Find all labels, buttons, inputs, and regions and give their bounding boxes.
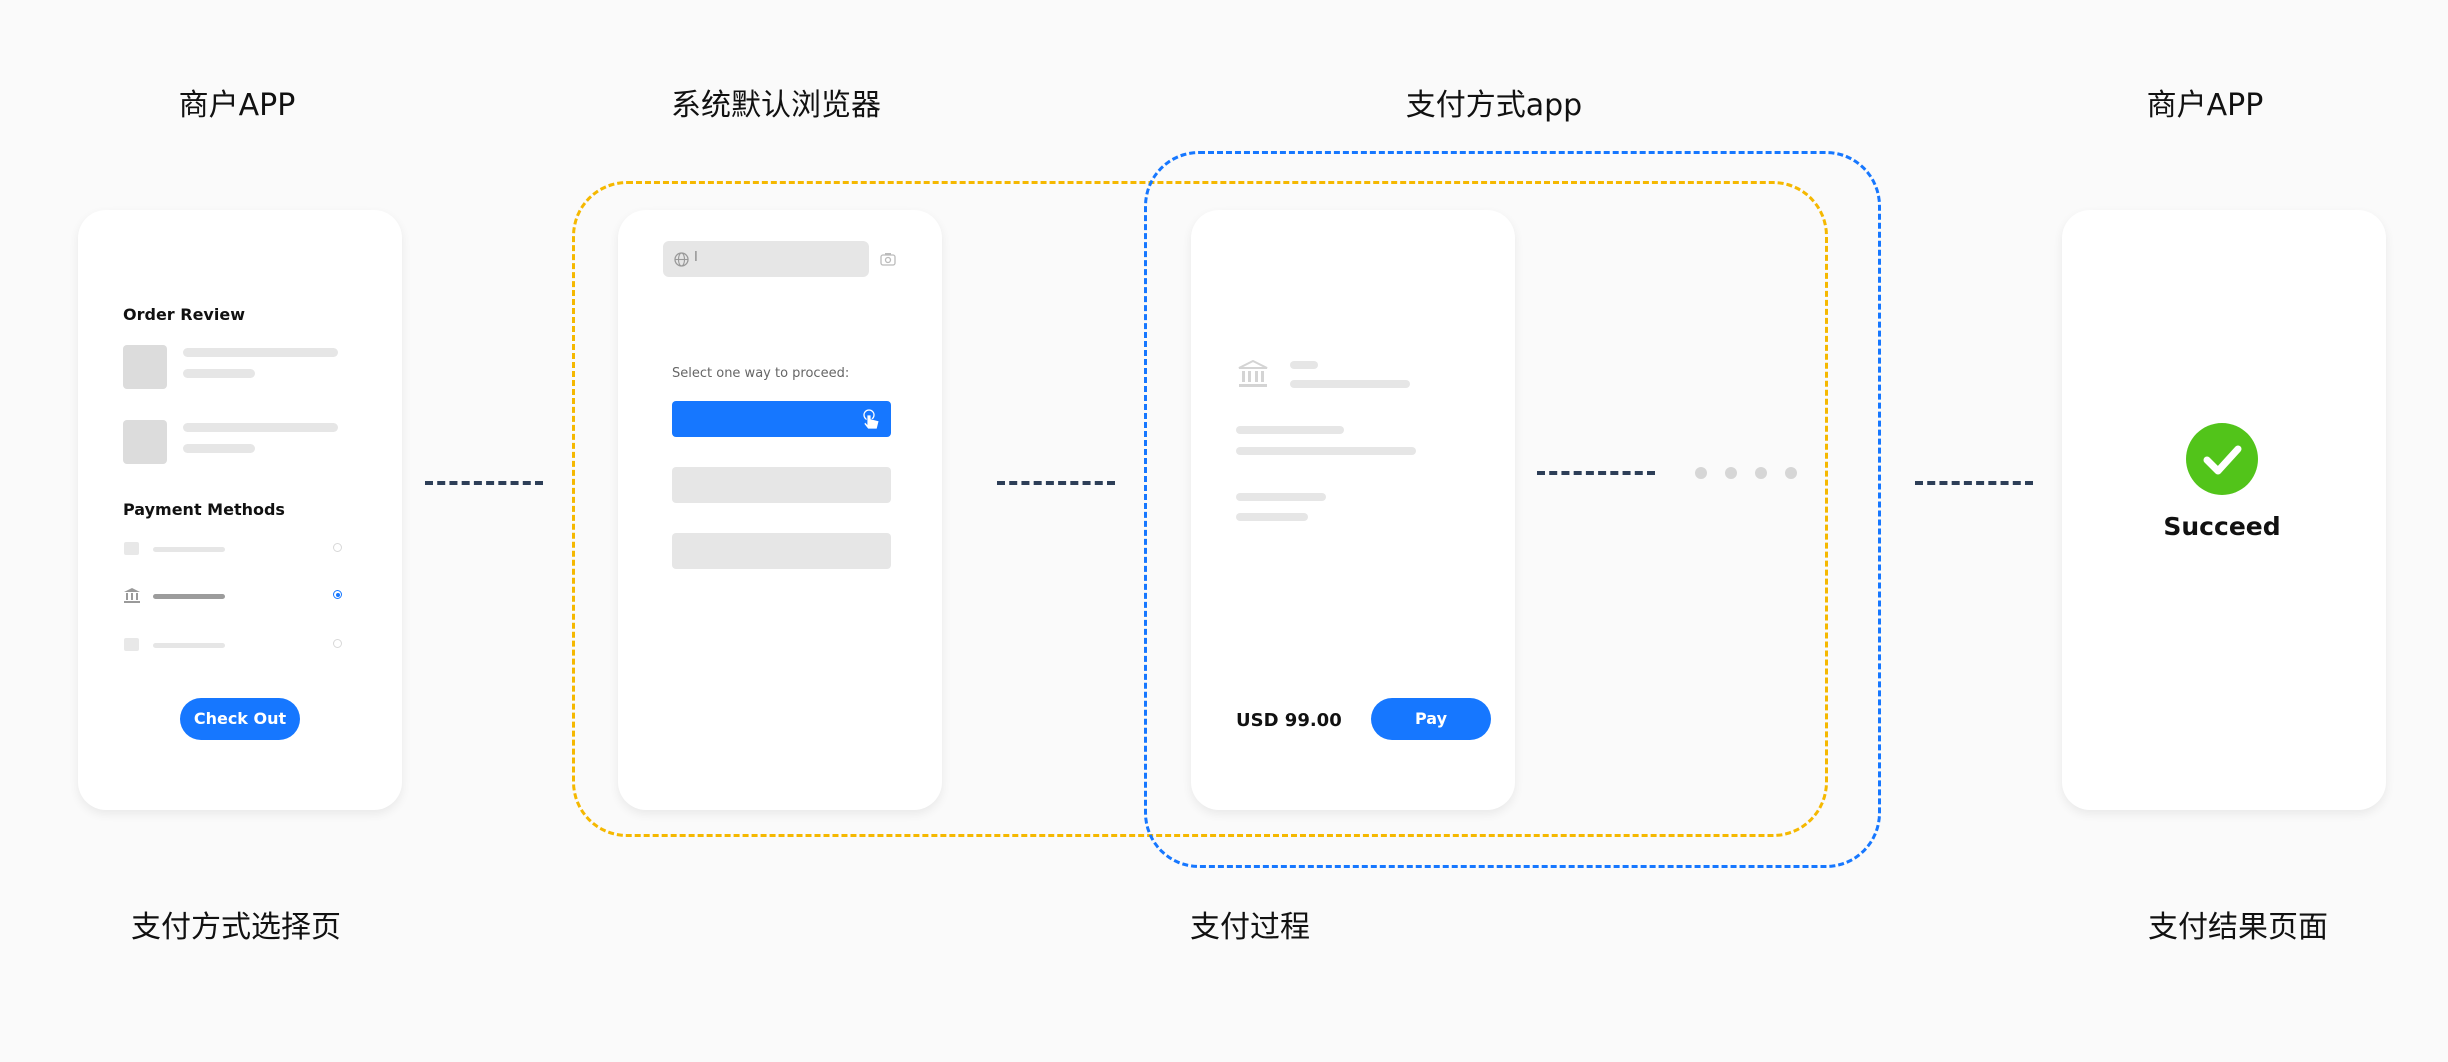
title-merchant-app-1: 商户APP xyxy=(178,88,296,123)
order-item-title-placeholder xyxy=(183,423,338,432)
title-system-browser: 系统默认浏览器 xyxy=(671,88,881,123)
connector-line xyxy=(1915,481,2033,485)
payment-option-radio[interactable] xyxy=(333,543,342,552)
merchant-detail-placeholder xyxy=(1290,380,1410,388)
payment-option-selected-placeholder xyxy=(153,594,225,599)
browser-group-frame xyxy=(572,181,1828,837)
checkout-card: Order Review Payment Methods Check Out xyxy=(78,210,402,810)
bank-icon xyxy=(124,588,140,603)
payment-app-card: USD 99.00 Pay xyxy=(1191,210,1515,810)
payment-option-button-placeholder[interactable] xyxy=(672,467,891,503)
loading-dot xyxy=(1725,467,1737,479)
camera-icon[interactable] xyxy=(880,252,896,266)
title-merchant-app-2: 商户APP xyxy=(2146,88,2264,123)
hand-pointer-icon xyxy=(863,409,880,430)
order-item-subtitle-placeholder xyxy=(183,369,255,378)
payment-amount: USD 99.00 xyxy=(1236,710,1342,731)
wallet-icon xyxy=(124,638,139,651)
globe-icon xyxy=(674,252,689,267)
info-placeholder xyxy=(1236,426,1344,434)
success-check-icon xyxy=(2186,423,2258,495)
loading-dot xyxy=(1755,467,1767,479)
caption-selection-page: 支付方式选择页 xyxy=(131,910,341,945)
result-card: Succeed xyxy=(2062,210,2386,810)
payment-option-placeholder xyxy=(153,643,225,648)
loading-dot xyxy=(1695,467,1707,479)
checkout-button[interactable]: Check Out xyxy=(180,698,300,740)
connector-line xyxy=(997,481,1115,485)
payment-methods-heading: Payment Methods xyxy=(123,500,285,519)
payment-app-group-frame xyxy=(1144,151,1881,868)
order-item-thumbnail xyxy=(123,420,167,464)
payment-option-button-selected[interactable] xyxy=(672,401,891,437)
merchant-name-placeholder xyxy=(1290,361,1318,369)
order-item-thumbnail xyxy=(123,345,167,389)
payment-option-radio[interactable] xyxy=(333,639,342,648)
success-status: Succeed xyxy=(2163,512,2281,541)
info-placeholder xyxy=(1236,513,1308,521)
caption-result-page: 支付结果页面 xyxy=(2148,910,2328,945)
pay-button[interactable]: Pay xyxy=(1371,698,1491,740)
connector-line xyxy=(425,481,543,485)
payment-option-radio-selected[interactable] xyxy=(333,590,342,599)
proceed-prompt: Select one way to proceed: xyxy=(672,366,850,381)
bank-icon xyxy=(1238,360,1268,387)
loading-dot xyxy=(1785,467,1797,479)
browser-card: I Select one way to proceed: xyxy=(618,210,942,810)
address-cursor: I xyxy=(694,250,698,265)
card-icon xyxy=(124,542,139,555)
connector-line xyxy=(1537,471,1655,475)
payment-option-button-placeholder[interactable] xyxy=(672,533,891,569)
order-item-title-placeholder xyxy=(183,348,338,357)
order-item-subtitle-placeholder xyxy=(183,444,255,453)
payment-option-placeholder xyxy=(153,547,225,552)
title-payment-app: 支付方式app xyxy=(1405,88,1583,123)
caption-payment-process: 支付过程 xyxy=(1190,910,1310,945)
browser-address-bar[interactable]: I xyxy=(663,241,869,277)
order-review-heading: Order Review xyxy=(123,305,245,324)
info-placeholder xyxy=(1236,447,1416,455)
info-placeholder xyxy=(1236,493,1326,501)
